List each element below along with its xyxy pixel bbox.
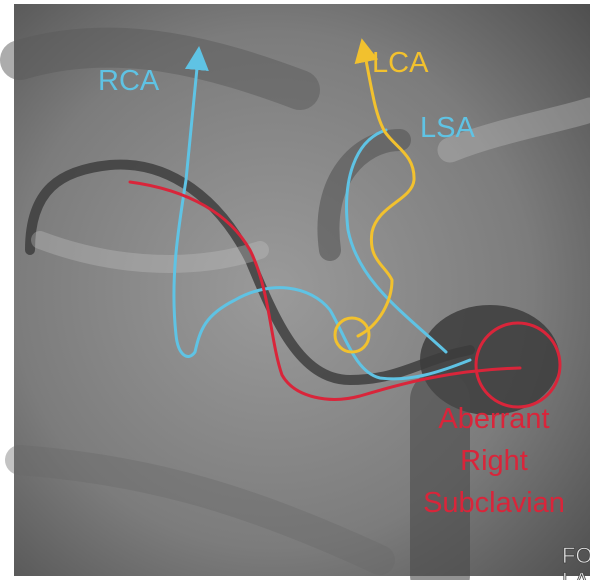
aberrant-subclavian-trace bbox=[128, 180, 522, 401]
rca-vessel-trace bbox=[172, 46, 472, 381]
corner-text-line1: FO bbox=[562, 543, 593, 568]
anatomy-shadows bbox=[0, 27, 603, 580]
aberrant-origin-circle bbox=[474, 321, 562, 409]
lca-origin-circle bbox=[333, 316, 371, 354]
aberrant-label-line3: Subclavian bbox=[423, 487, 565, 519]
rca-label: RCA bbox=[98, 65, 160, 97]
lsa-vessel-trace bbox=[345, 128, 448, 354]
aberrant-label-line1: Aberrant bbox=[438, 403, 549, 435]
lca-label: LCA bbox=[372, 47, 429, 79]
right-border bbox=[590, 0, 608, 580]
corner-text-line2: LA bbox=[562, 568, 589, 580]
lsa-label: LSA bbox=[420, 112, 475, 144]
lca-vessel-trace bbox=[354, 38, 416, 338]
aberrant-label-line2: Right bbox=[460, 445, 528, 477]
